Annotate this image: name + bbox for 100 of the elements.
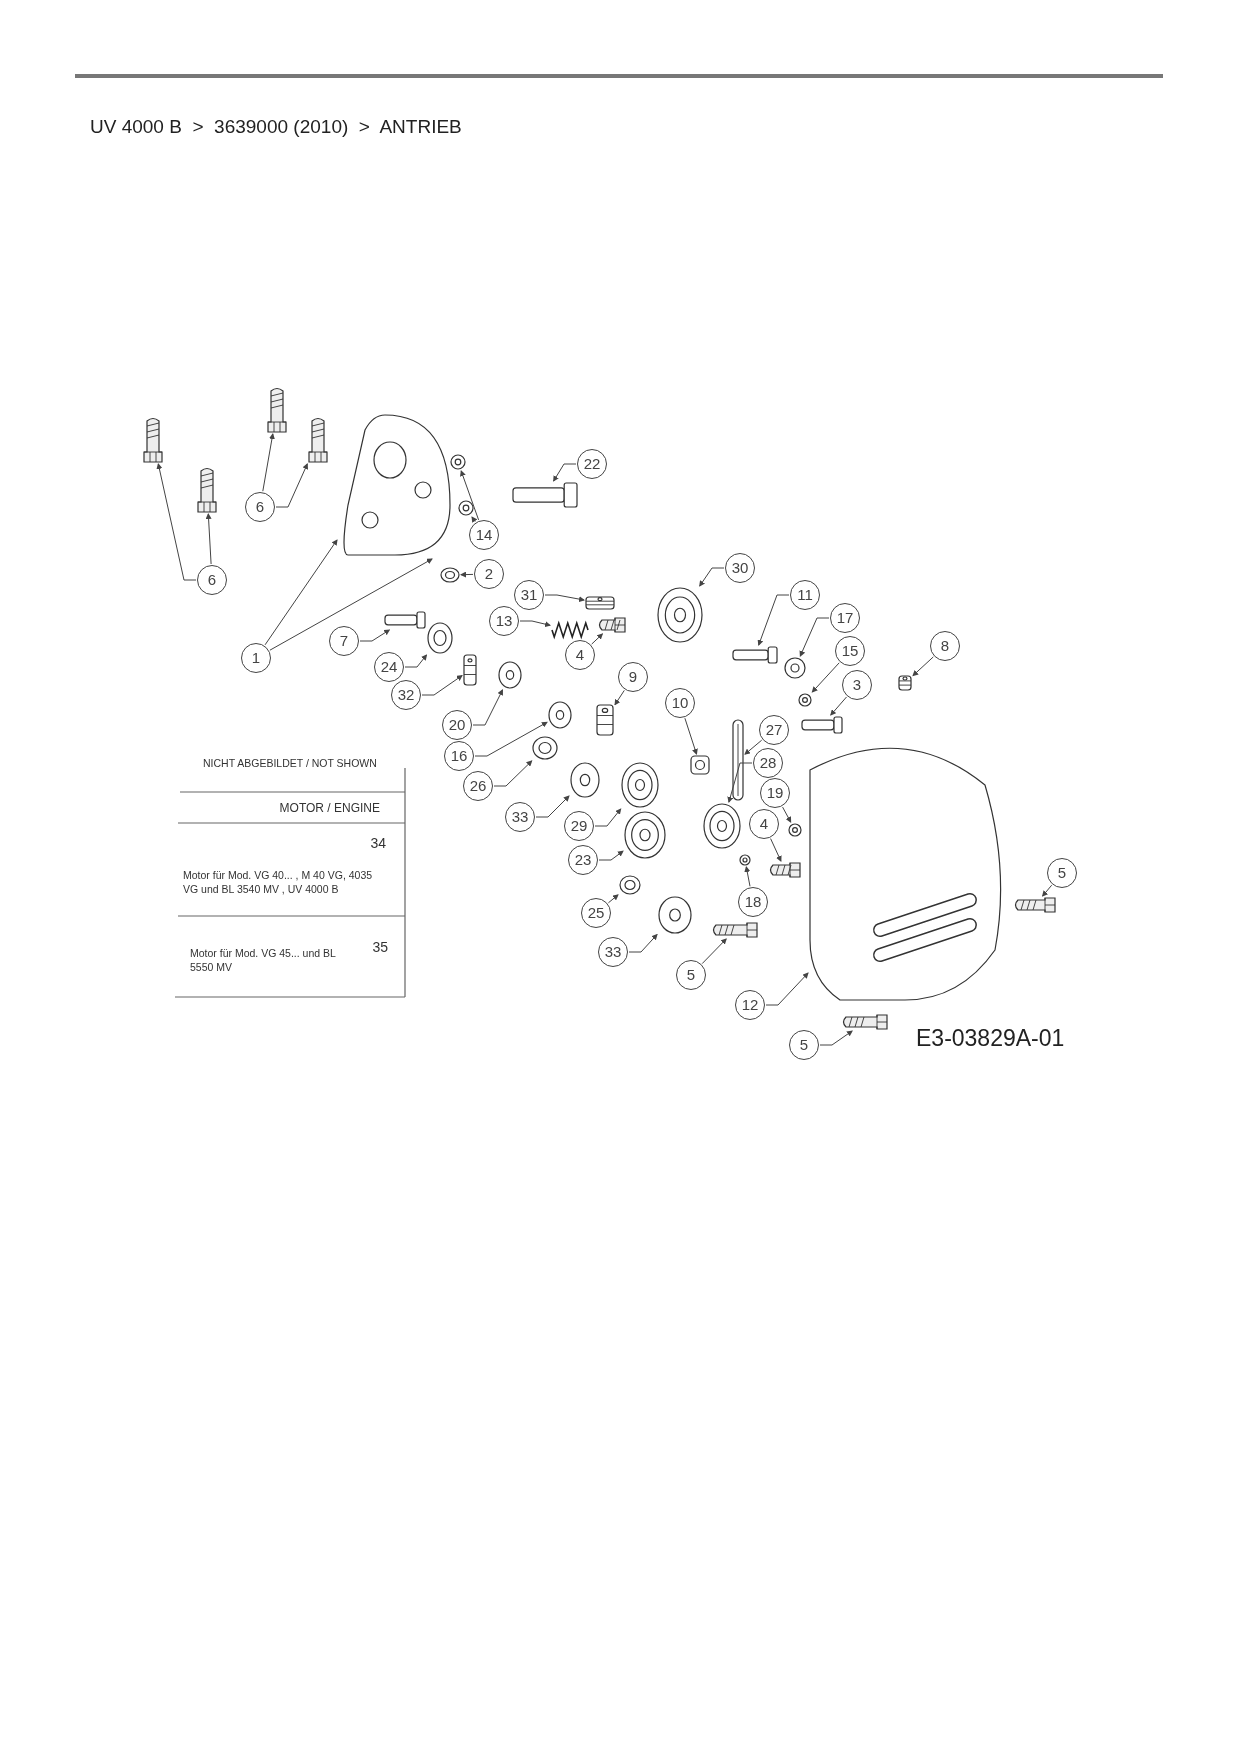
bushing-drawing [440, 567, 460, 583]
leader-line [460, 571, 474, 578]
callout-number: 12 [735, 990, 765, 1020]
shaft-drawing [384, 611, 426, 629]
leader-line [727, 762, 753, 803]
bolt-drawing [308, 417, 328, 463]
callout-number: 16 [444, 741, 474, 771]
leader-line [799, 617, 830, 657]
lever-drawing [463, 654, 477, 686]
callout-number: 17 [830, 603, 860, 633]
leader-line [607, 894, 619, 904]
callout-number: 25 [581, 898, 611, 928]
leader-line [544, 594, 585, 603]
callout-number: 5 [789, 1030, 819, 1060]
callout-number: 28 [753, 748, 783, 778]
drawing-code: E3-03829A-01 [916, 1024, 1065, 1052]
callout-number: 29 [564, 811, 594, 841]
callout-number: 2 [474, 559, 504, 589]
leader-line [156, 463, 197, 581]
leader-line [830, 696, 847, 716]
disc-drawing [498, 661, 522, 689]
leader-line [819, 1030, 853, 1046]
leader-line [275, 463, 308, 508]
callout-number: 30 [725, 553, 755, 583]
leader-line [782, 806, 792, 823]
callout-number: 4 [565, 640, 595, 670]
washer-drawing [450, 454, 466, 470]
bolt-drawing [143, 417, 163, 463]
leader-line [701, 938, 727, 965]
leader-line [591, 633, 604, 645]
bushing-drawing [619, 875, 641, 895]
leader-line [765, 972, 809, 1006]
part-number: 35 [371, 940, 388, 954]
pulley-drawing [657, 587, 703, 643]
callout-number: 14 [469, 520, 499, 550]
leader-line [205, 513, 212, 565]
belt-drawing [732, 719, 744, 801]
bolt-drawing [598, 617, 626, 633]
bolt-drawing [769, 862, 801, 878]
callout-number: 31 [514, 580, 544, 610]
leader-line [421, 675, 463, 696]
callout-number: 33 [598, 937, 628, 967]
callout-number: 27 [759, 715, 789, 745]
leader-line [744, 739, 763, 755]
pulley-drawing [703, 803, 741, 849]
leader-line [474, 721, 548, 757]
leader-line [594, 808, 622, 827]
bolt-drawing [842, 1014, 888, 1030]
leader-line [269, 558, 433, 651]
plate-drawing [343, 414, 451, 556]
callout-number: 3 [842, 670, 872, 700]
callout-number: 13 [489, 606, 519, 636]
washer-drawing [784, 657, 806, 679]
leader-line [811, 662, 840, 693]
shaft-drawing [732, 646, 778, 664]
callout-number: 18 [738, 887, 768, 917]
disc-drawing [548, 701, 572, 729]
leader-line [264, 539, 338, 646]
leader-line [519, 620, 551, 628]
leader-line [472, 689, 503, 726]
callout-number: 11 [790, 580, 820, 610]
callout-number: 5 [676, 960, 706, 990]
part-number: 34 [369, 836, 386, 850]
callout-number: 15 [835, 636, 865, 666]
callout-number: 4 [749, 809, 779, 839]
callout-number: 10 [665, 688, 695, 718]
leader-line [1041, 884, 1053, 897]
callout-number: 7 [329, 626, 359, 656]
leader-line [699, 567, 725, 587]
table-heading: NICHT ABGEBILDET / NOT SHOWN [203, 756, 378, 770]
callout-number: 19 [760, 778, 790, 808]
leader-line [614, 689, 625, 706]
callout-number: 24 [374, 652, 404, 682]
callout-number: 26 [463, 771, 493, 801]
leader-line [471, 516, 478, 523]
leader-line [770, 838, 782, 862]
leader-line [744, 866, 751, 887]
bolt-drawing [267, 387, 287, 433]
callout-number: 20 [442, 710, 472, 740]
callout-number: 32 [391, 680, 421, 710]
leader-line [628, 933, 658, 953]
washer-drawing [458, 500, 474, 516]
bolt-drawing [197, 467, 217, 513]
leader-line [493, 760, 533, 787]
callout-number: 33 [505, 802, 535, 832]
leader-line [598, 850, 624, 861]
cover-drawing [809, 747, 1002, 1001]
leader-line [757, 594, 790, 646]
pulley-drawing [624, 811, 666, 859]
leader-line [553, 463, 577, 482]
callout-number: 23 [568, 845, 598, 875]
leader-line [684, 717, 698, 755]
callout-number: 9 [618, 662, 648, 692]
table-note: Motor für Mod. VG 45... und BL 5550 MV [190, 946, 337, 974]
bolt-drawing [712, 922, 758, 938]
shaft-drawing [512, 482, 578, 508]
callout-number: 6 [245, 492, 275, 522]
washer-drawing [739, 854, 751, 866]
callout-number: 5 [1047, 858, 1077, 888]
callout-number: 8 [930, 631, 960, 661]
